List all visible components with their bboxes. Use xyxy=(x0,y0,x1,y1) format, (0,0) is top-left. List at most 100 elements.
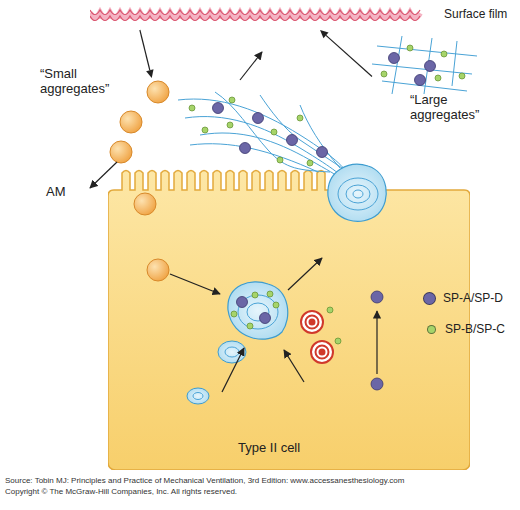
mvb-ring xyxy=(311,341,333,363)
lamella xyxy=(247,303,269,321)
small-aggregate-ball xyxy=(147,259,169,281)
sp-a-dot xyxy=(371,378,383,390)
arrow-shaft xyxy=(326,35,372,76)
main-lamellar-body xyxy=(228,282,288,339)
sp-a-dot xyxy=(237,297,248,308)
myelin-strand xyxy=(178,99,352,178)
cell-label: AM xyxy=(46,184,66,199)
small-aggregate-ball xyxy=(147,81,169,103)
sp-b-dot xyxy=(247,323,253,329)
sp-b-dot xyxy=(202,127,208,133)
lamella xyxy=(238,295,278,329)
film-edge xyxy=(90,16,420,21)
arrow-head xyxy=(146,69,153,78)
sp-a-dot xyxy=(287,135,298,146)
source-note: Copyright © The McGraw-Hill Companies, I… xyxy=(5,486,517,497)
sp-b-dots xyxy=(189,97,339,181)
small-aggregates-shape xyxy=(100,78,175,170)
myelin-strand xyxy=(185,117,348,182)
small-aggregate-ball xyxy=(134,193,156,215)
sp-a-dot xyxy=(389,53,400,64)
film-edge xyxy=(90,10,420,15)
node-label: “Large aggregates” xyxy=(410,92,492,122)
mesh-strand xyxy=(392,36,402,94)
mvb-ring xyxy=(306,316,319,329)
node-label: Surface film xyxy=(444,7,507,22)
lamella xyxy=(346,185,370,203)
secretion-arrow xyxy=(376,311,377,374)
lamellar-body xyxy=(228,282,288,339)
sp-b-dot xyxy=(252,292,258,298)
sp-b-dot xyxy=(441,51,447,57)
cell-membrane xyxy=(108,171,470,471)
sp-a-dot xyxy=(213,103,224,114)
pathway-arrows xyxy=(90,52,377,392)
sp-b-dot xyxy=(273,302,279,308)
small-aggregates: “Small aggregates” xyxy=(100,78,175,170)
myelin-strand xyxy=(200,133,350,186)
sp-b-dot xyxy=(271,129,277,135)
clearance-arrow xyxy=(90,162,117,188)
myelin-strand xyxy=(215,92,330,172)
sp-b-dot xyxy=(407,45,413,51)
cell-outline xyxy=(108,168,470,470)
mvb-ring xyxy=(316,346,329,359)
myelin-strand xyxy=(260,95,345,170)
sp-b-dot xyxy=(333,175,339,181)
sp-b-dot xyxy=(459,73,465,79)
sp-a-dot xyxy=(371,291,383,303)
sp-b-dot xyxy=(189,105,195,111)
adsorption-arrow xyxy=(240,52,262,80)
tubular-myelin xyxy=(178,92,352,186)
sp-b-dot xyxy=(335,338,341,344)
sp-b-dot xyxy=(227,122,233,128)
secretion-arrow xyxy=(288,258,322,290)
lamella xyxy=(225,347,239,357)
secreting-lamellar-body xyxy=(328,164,386,221)
uptake-arrow xyxy=(170,274,220,294)
sp-a-dot xyxy=(253,113,264,124)
flow-arrow xyxy=(140,30,154,78)
mvb-core xyxy=(310,320,315,325)
node-label: “Small aggregates” xyxy=(40,66,120,96)
sp-a-dot xyxy=(260,313,271,324)
sp-b-dot xyxy=(267,291,273,297)
type-ii-cell: Type II cell xyxy=(108,168,470,470)
large-aggregates-mesh xyxy=(372,36,482,94)
lamellar-body xyxy=(218,341,246,363)
small-aggregate-ball xyxy=(120,111,142,133)
source-note: Source: Tobin MJ: Principles and Practic… xyxy=(5,475,517,486)
large-aggregates: “Large aggregates” xyxy=(372,36,482,126)
sp-a-dot xyxy=(260,313,271,324)
lamellar-body xyxy=(328,164,386,221)
maturation-arrow xyxy=(284,350,304,382)
maturation-arrow xyxy=(222,348,244,392)
myelin-strand xyxy=(190,144,318,172)
arrow-head xyxy=(320,30,328,38)
small-lamellar-bodies xyxy=(187,341,246,404)
mesh-strand xyxy=(452,41,457,86)
surface-film: Surface film xyxy=(90,0,520,30)
node-label: Type II cell xyxy=(238,440,300,455)
small-aggregate-ball xyxy=(110,141,132,163)
sp-a-dot xyxy=(317,147,328,158)
lamella xyxy=(338,178,378,210)
sp-a-dot xyxy=(425,61,436,72)
multivesicular-bodies xyxy=(301,311,333,363)
lamella xyxy=(353,190,363,198)
sp-a-dot xyxy=(415,75,426,86)
sp-b-dot xyxy=(229,97,235,103)
sp-b-dot xyxy=(435,75,441,81)
mvb-core xyxy=(320,350,325,355)
lamella xyxy=(193,393,203,400)
source-footer: Source: Tobin MJ: Principles and Practic… xyxy=(5,475,517,497)
sp-a-dots xyxy=(213,103,384,391)
sp-b-dot xyxy=(327,307,333,313)
mesh-strand xyxy=(372,64,472,74)
flow-arrow xyxy=(320,30,372,77)
sp-b-dot xyxy=(297,115,303,121)
lamellar-body xyxy=(187,388,209,404)
sp-b-dot xyxy=(381,71,387,77)
sp-b-dot xyxy=(231,311,237,317)
